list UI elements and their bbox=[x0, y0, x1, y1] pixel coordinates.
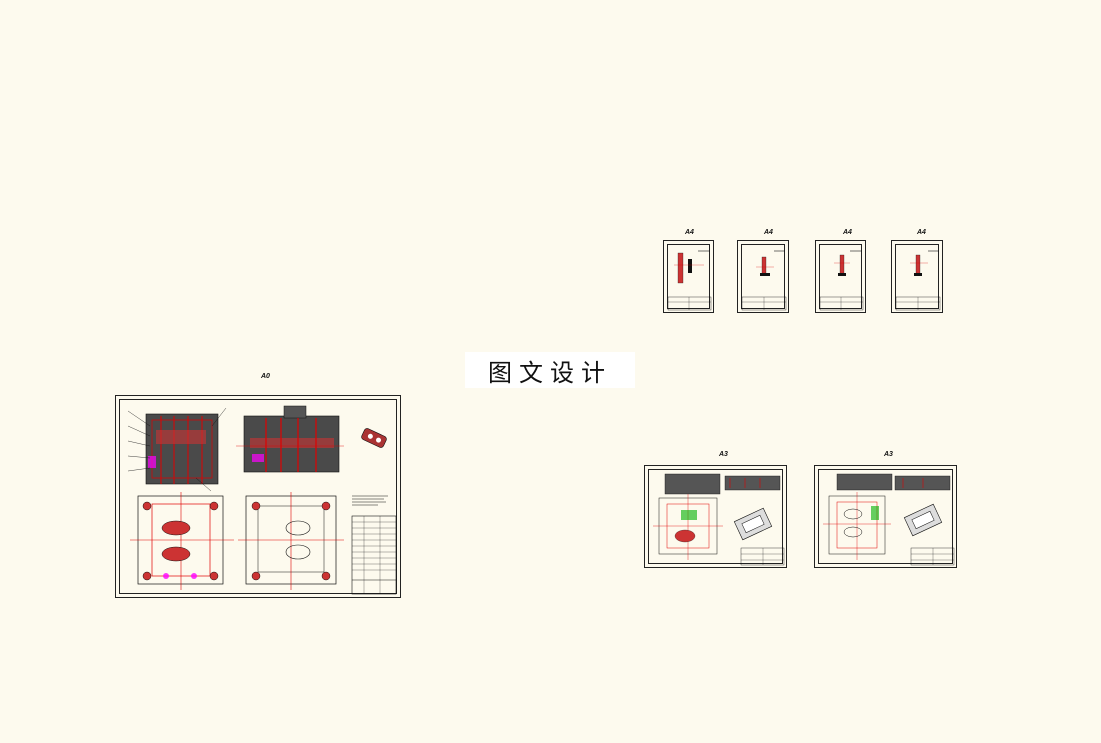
mid-2-drawing bbox=[823, 473, 955, 566]
sheet-border bbox=[119, 399, 397, 594]
sheet-label-small-1: A4 bbox=[685, 229, 694, 236]
drawing-sheet-mid-1[interactable] bbox=[644, 465, 787, 568]
small-2-drawing bbox=[741, 250, 787, 311]
watermark-label: 图文设计 bbox=[465, 352, 635, 388]
drawing-sheet-small-4[interactable] bbox=[891, 240, 943, 313]
small-3-drawing bbox=[819, 250, 864, 311]
small-4-drawing bbox=[895, 250, 941, 311]
sheet-label-main: A0 bbox=[261, 373, 270, 380]
sheet-label-small-4: A4 bbox=[917, 229, 926, 236]
sheet-border bbox=[819, 244, 862, 309]
sheet-border bbox=[667, 244, 710, 309]
sheet-label-small-3: A4 bbox=[843, 229, 852, 236]
sheet-label-mid-1: A3 bbox=[719, 451, 728, 458]
drawing-sheet-small-2[interactable] bbox=[737, 240, 789, 313]
sheet-border bbox=[648, 469, 783, 564]
sheet-border bbox=[741, 244, 785, 309]
sheet-border bbox=[895, 244, 939, 309]
drawing-sheet-main-assembly[interactable] bbox=[115, 395, 401, 598]
sheet-border bbox=[818, 469, 953, 564]
main-assembly-drawing bbox=[127, 405, 397, 595]
drawing-sheet-small-1[interactable] bbox=[663, 240, 714, 313]
small-1-drawing bbox=[667, 250, 712, 311]
mid-1-drawing bbox=[653, 473, 785, 566]
sheet-label-mid-2: A3 bbox=[884, 451, 893, 458]
drawing-sheet-small-3[interactable] bbox=[815, 240, 866, 313]
sheet-label-small-2: A4 bbox=[764, 229, 773, 236]
drawing-sheet-mid-2[interactable] bbox=[814, 465, 957, 568]
